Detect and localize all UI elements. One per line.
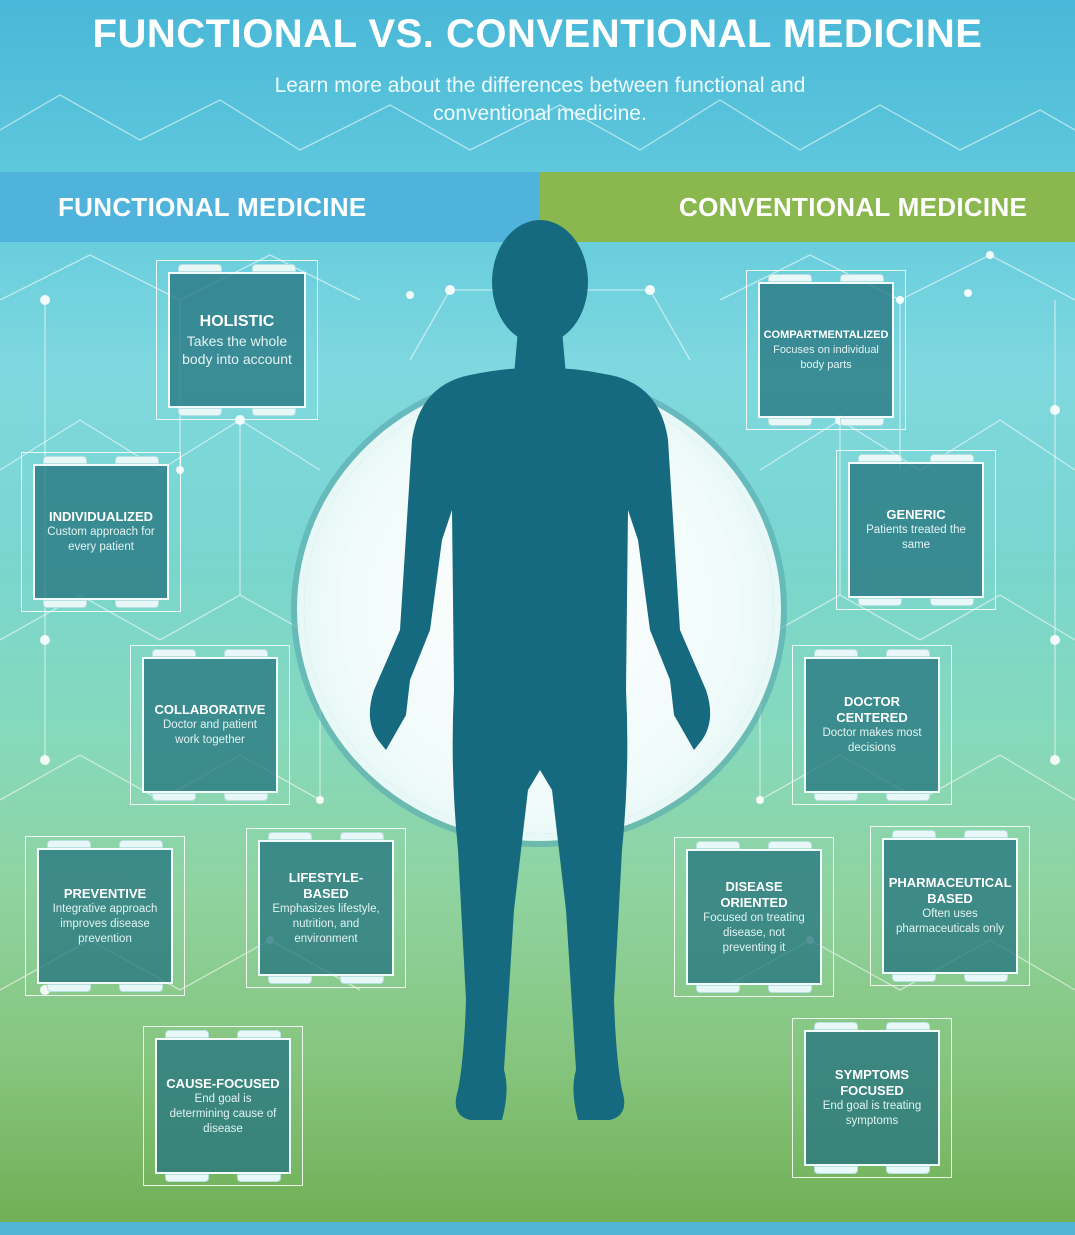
page-title: FUNCTIONAL VS. CONVENTIONAL MEDICINE	[92, 12, 983, 56]
bottom-strip	[0, 1222, 1075, 1235]
lifestyle-based-card: LIFESTYLE-BASED Emphasizes lifestyle, nu…	[246, 828, 406, 988]
card-title: COMPARTMENTALIZED	[763, 329, 889, 341]
card-description: Doctor makes most decisions	[822, 727, 922, 754]
functional-medicine-label: FUNCTIONAL MEDICINE	[58, 191, 367, 222]
card-description: Emphasizes lifestyle, nutrition, and env…	[272, 902, 380, 945]
collaborative-card: COLLABORATIVE Doctor and patient work to…	[130, 645, 290, 805]
card-title: COLLABORATIVE	[154, 702, 266, 717]
card-description: Doctor and patient work together	[163, 719, 257, 746]
card-description: Patients treated the same	[866, 524, 966, 551]
individualized-card: INDIVIDUALIZED Custom approach for every…	[21, 452, 181, 612]
card-title: GENERIC	[886, 507, 946, 522]
card-description: Often uses pharmaceuticals only	[895, 908, 1005, 935]
holistic-card: HOLISTIC Takes the whole body into accou…	[156, 260, 318, 420]
symptoms-focused-card: SYMPTOMS FOCUSED End goal is treating sy…	[792, 1018, 952, 1178]
card-description: Custom approach for every patient	[47, 526, 155, 553]
card-title: PREVENTIVE	[63, 885, 147, 901]
card-title: HOLISTIC	[199, 313, 275, 330]
generic-card: GENERIC Patients treated the same	[836, 450, 996, 610]
card-title: SYMPTOMS FOCUSED	[834, 1067, 910, 1098]
conventional-medicine-header: CONVENTIONAL MEDICINE	[540, 172, 1075, 242]
conventional-medicine-label: CONVENTIONAL MEDICINE	[679, 191, 1028, 222]
functional-medicine-header: FUNCTIONAL MEDICINE	[0, 172, 540, 242]
card-title: INDIVIDUALIZED	[49, 509, 153, 524]
human-silhouette-icon	[369, 220, 711, 1120]
page-subtitle: Learn more about the differences between…	[274, 74, 806, 125]
card-title: LIFESTYLE-BASED	[288, 869, 364, 901]
doctor-centered-card: DOCTOR CENTERED Doctor makes most decisi…	[792, 645, 952, 805]
card-description: End goal is treating symptoms	[822, 1100, 922, 1127]
card-title: DISEASE ORIENTED	[720, 878, 788, 910]
card-description: Focuses on individual body parts	[773, 344, 879, 371]
card-title: CAUSE-FOCUSED	[166, 1075, 280, 1091]
disease-oriented-card: DISEASE ORIENTED Focused on treating dis…	[674, 837, 834, 997]
card-title: PHARMACEUTICAL BASED	[888, 875, 1012, 906]
card-description: Integrative approach improves disease pr…	[52, 902, 158, 945]
cause-focused-card: CAUSE-FOCUSED End goal is determining ca…	[143, 1026, 303, 1186]
card-description: End goal is determining cause of disease	[169, 1092, 277, 1135]
preventive-card: PREVENTIVE Integrative approach improves…	[25, 836, 185, 996]
header: FUNCTIONAL VS. CONVENTIONAL MEDICINE Lea…	[0, 0, 1075, 170]
card-description: Focused on treating disease, not prevent…	[703, 911, 805, 954]
card-title: DOCTOR CENTERED	[836, 694, 908, 725]
pharmaceutical-based-card: PHARMACEUTICAL BASED Often uses pharmace…	[870, 826, 1030, 986]
card-description: Takes the whole body into account	[182, 333, 292, 367]
compartmentalized-card: COMPARTMENTALIZED Focuses on individual …	[746, 270, 906, 430]
